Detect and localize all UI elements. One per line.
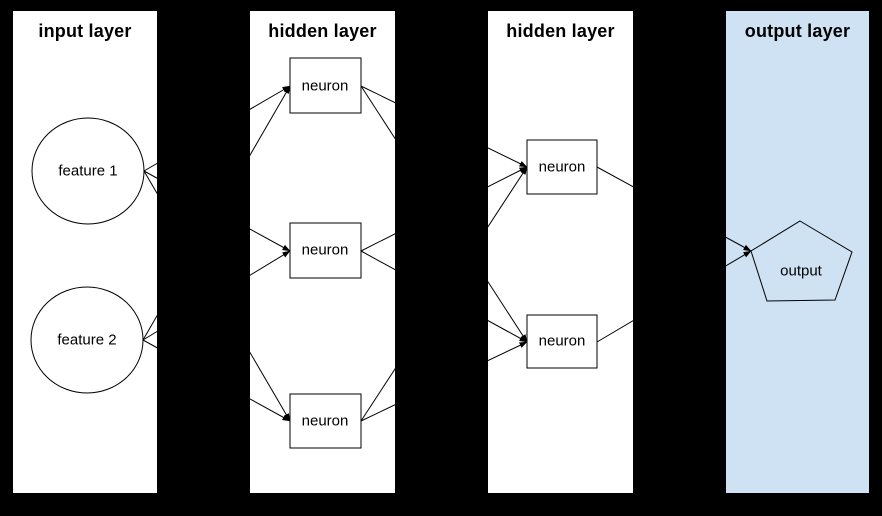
node-hidden1-neuron-2-shape — [289, 222, 362, 279]
node-shapes — [30, 57, 853, 449]
node-hidden1-neuron-2-label: neuron — [301, 241, 349, 259]
hidden-layer-2-title: hidden layer — [506, 21, 615, 41]
node-hidden1-neuron-3-shape — [289, 393, 362, 449]
node-feature-1-label: feature 1 — [58, 162, 118, 180]
input-layer-title: input layer — [38, 21, 132, 41]
node-hidden1-neuron-1-label: neuron — [301, 77, 349, 95]
node-hidden1-neuron-1-shape — [289, 57, 362, 114]
panel-hidden-layer-2 — [488, 11, 633, 493]
node-feature-2-label: feature 2 — [57, 331, 117, 349]
gap-mask-2 — [395, 0, 488, 516]
node-hidden2-neuron-1-shape — [526, 139, 598, 195]
panel-input-layer — [13, 11, 157, 493]
node-hidden2-neuron-2-label: neuron — [538, 332, 586, 350]
node-output-pentagon-shape — [750, 220, 853, 302]
output-layer-title: output layer — [744, 21, 851, 41]
node-hidden2-neuron-1-label: neuron — [538, 158, 586, 176]
gap-masks — [157, 0, 726, 516]
node-hidden1-neuron-3-label: neuron — [301, 412, 349, 430]
hidden-layer-1-title: hidden layer — [268, 21, 377, 41]
node-output-label: output — [780, 262, 822, 280]
gap-mask-3 — [633, 0, 726, 516]
gap-mask-1 — [157, 0, 250, 516]
